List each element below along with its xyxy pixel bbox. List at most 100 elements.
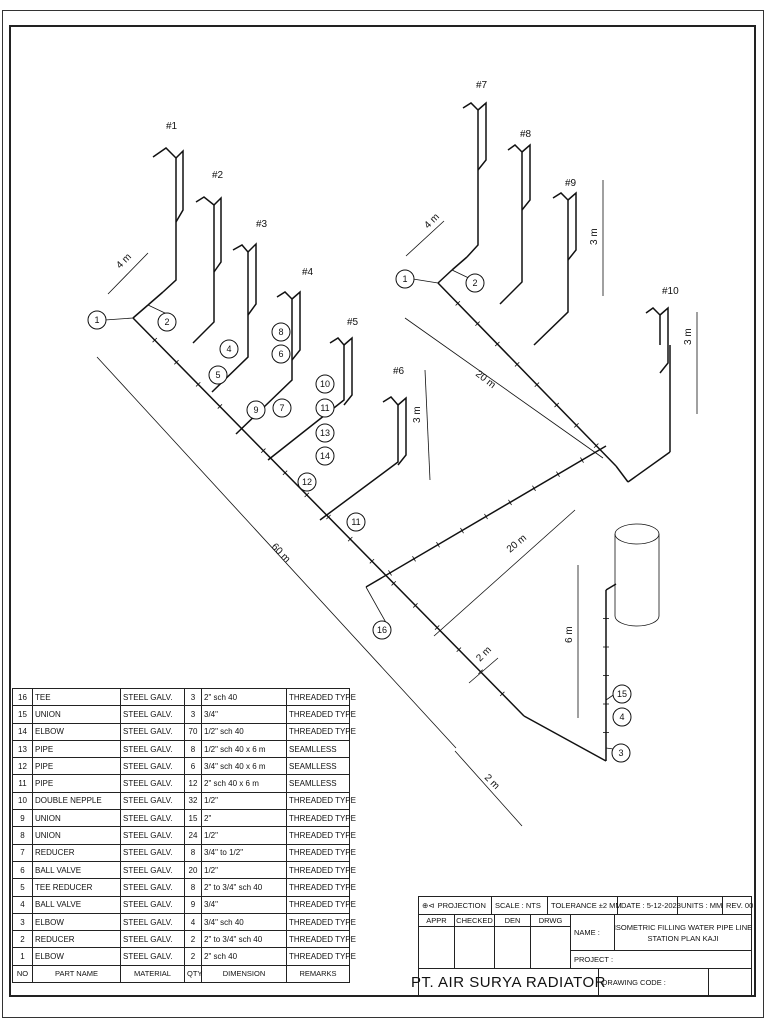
svg-text:10: 10 — [320, 379, 330, 389]
water-tank — [614, 523, 660, 627]
header-qty: QTY — [184, 964, 202, 984]
fitting-mark — [391, 580, 397, 586]
branch-label-8: #8 — [520, 129, 532, 140]
cell-qty: 15 — [184, 809, 202, 828]
scale-cell: SCALE : NTS — [492, 897, 548, 915]
svg-text:11: 11 — [320, 403, 329, 413]
cell-no: 16 — [12, 687, 33, 707]
cell-qty: 3 — [184, 705, 202, 724]
main-pipe-network — [132, 256, 671, 762]
cell-qty: 9 — [184, 895, 202, 914]
cell-part-name: UNION — [32, 809, 121, 828]
fitting-mark — [304, 492, 310, 498]
dimension-lines — [96, 180, 698, 827]
cell-part-name: BALL VALVE — [32, 895, 121, 914]
parts-table-header: NO PART NAME MATERIAL QTY DIMENSION REMA… — [12, 964, 350, 984]
balloon-7: 7 — [272, 398, 292, 418]
cell-material: STEEL GALV. — [120, 687, 185, 707]
fitting-mark — [434, 625, 440, 630]
cell-part-name: DOUBLE NEPPLE — [32, 791, 121, 811]
cell-material: STEEL GALV. — [120, 705, 185, 724]
dim-tank-offset-a: 2 m — [474, 645, 494, 665]
den-label: DEN — [495, 915, 531, 927]
fitting-mark — [436, 541, 440, 548]
branch-label-2: #2 — [212, 170, 224, 181]
fitting-mark — [174, 359, 179, 365]
dim-tank-offset-b: 2 m — [482, 772, 502, 792]
fitting-mark — [514, 361, 520, 367]
cell-no: 5 — [12, 878, 33, 897]
cell-material: STEEL GALV. — [120, 722, 185, 741]
dim-left-offset-a: 4 m — [114, 252, 134, 272]
cell-dimension: 2" sch 40 — [201, 687, 287, 707]
fitting-mark — [239, 426, 245, 431]
cell-material: STEEL GALV. — [120, 739, 185, 759]
appr-label: APPR — [419, 915, 455, 927]
cell-qty: 2 — [184, 930, 202, 949]
fitting-mark — [412, 556, 416, 562]
branch-risers-left — [152, 147, 407, 521]
header-remarks: REMARKS — [286, 964, 350, 984]
cell-remarks: THREADED TYPE — [286, 722, 356, 741]
fitting-mark — [347, 536, 353, 542]
balloon-4a: 4 — [219, 339, 239, 359]
balloon-13: 13 — [315, 423, 335, 443]
cell-dimension: 2" sch 40 x 6 m — [201, 774, 287, 793]
tolerance-cell: TOLERANCE ±2 MM — [548, 897, 622, 915]
balloon-12: 12 — [297, 472, 317, 492]
cell-remarks: THREADED TYPE — [286, 878, 356, 897]
drawing-inner-border — [9, 25, 756, 997]
fitting-mark — [412, 603, 418, 608]
branch-label-7: #7 — [476, 80, 488, 91]
dim-upper-header: 20 m — [473, 369, 497, 391]
checked-label: CHECKED — [455, 915, 495, 927]
date-cell: DATE : 5-12-2023 — [618, 897, 681, 915]
fitting-mark — [475, 321, 480, 327]
projection-label: PROJECTION — [437, 901, 486, 910]
cell-qty: 6 — [184, 757, 202, 776]
balloon-11a: 11 — [315, 398, 335, 418]
drawing-code-label: DRAWING CODE : — [599, 969, 709, 996]
cell-remarks: THREADED TYPE — [286, 895, 356, 914]
cell-remarks: THREADED TYPE — [286, 860, 356, 880]
fitting-mark — [534, 382, 540, 388]
cell-no: 11 — [12, 774, 33, 793]
balloon-11b: 11 — [346, 512, 366, 532]
drawing-name-line2: STATION PLAN KAJI — [647, 933, 719, 943]
dim-riser-height-c: 3 m — [683, 328, 694, 345]
cell-remarks: THREADED TYPE — [286, 705, 356, 724]
cell-qty: 24 — [184, 826, 202, 845]
balloon-6: 6 — [271, 344, 291, 364]
balloon-5: 5 — [208, 365, 228, 385]
cell-material: STEEL GALV. — [120, 912, 185, 932]
fitting-mark — [456, 647, 462, 653]
cell-qty: 4 — [184, 912, 202, 932]
svg-text:7: 7 — [279, 403, 284, 413]
cell-no: 6 — [12, 860, 33, 880]
cell-part-name: ELBOW — [32, 722, 121, 741]
checked-sign — [455, 927, 495, 969]
cell-dimension: 1/2" — [201, 791, 287, 811]
cell-dimension: 2" to 3/4" sch 40 — [201, 878, 287, 897]
balloon-10: 10 — [315, 374, 335, 394]
drawing-code-value — [709, 969, 751, 996]
den-sign — [495, 927, 531, 969]
cell-part-name: ELBOW — [32, 947, 121, 966]
cell-remarks: THREADED TYPE — [286, 826, 356, 845]
cell-qty: 8 — [184, 739, 202, 759]
units-cell: UNITS : MM — [678, 897, 723, 915]
cell-part-name: TEE — [32, 687, 121, 707]
projection-symbol-icon: ⊕⊲ — [422, 901, 435, 910]
cell-material: STEEL GALV. — [120, 826, 185, 845]
svg-text:4: 4 — [226, 344, 231, 354]
balloon-2b: 2 — [465, 273, 485, 293]
cell-dimension: 3/4" — [201, 705, 287, 724]
cell-dimension: 3/4" sch 40 x 6 m — [201, 757, 287, 776]
cell-qty: 70 — [184, 722, 202, 741]
